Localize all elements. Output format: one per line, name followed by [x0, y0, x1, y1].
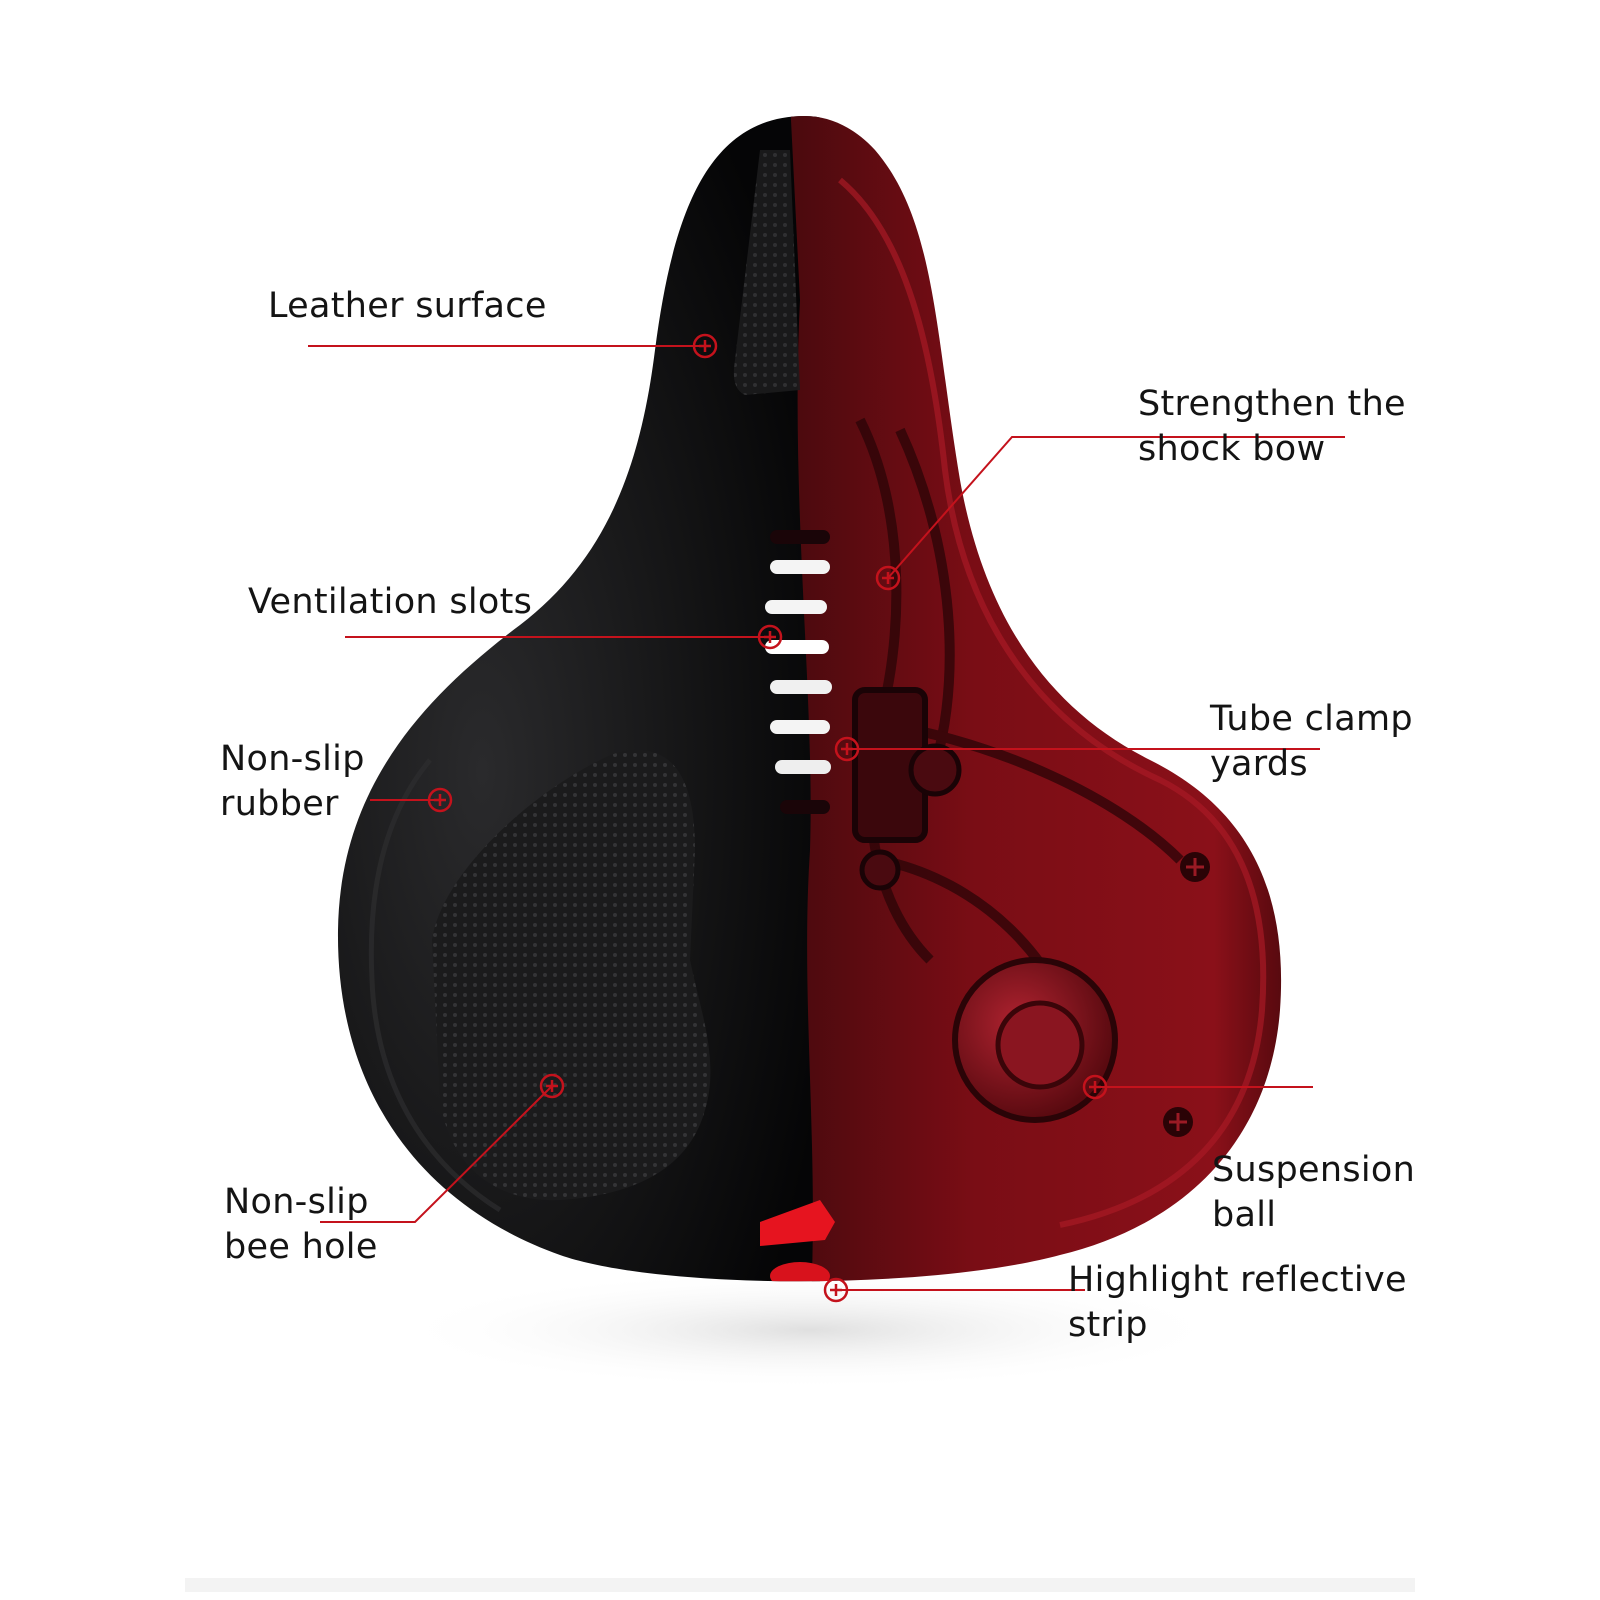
callout-text: yards	[1210, 744, 1308, 784]
target-marker-leather-surface	[692, 333, 718, 359]
nose-texture-panel	[733, 150, 800, 395]
callout-ventilation-slots: Ventilation slots	[248, 580, 532, 625]
callout-suspension-ball: Suspension ball	[1212, 1148, 1415, 1238]
callout-text: Ventilation slots	[248, 582, 533, 622]
ventilation-slot-bars	[765, 530, 832, 814]
target-marker-tube-clamp	[834, 736, 860, 762]
callout-leaders	[308, 333, 1345, 1303]
rear-texture-panel	[432, 749, 711, 1201]
leader-line-shock-bow	[887, 436, 1345, 579]
reflective-logo	[770, 1262, 830, 1282]
saddle-body	[337, 116, 1282, 1282]
callout-text: rubber	[220, 784, 339, 824]
callout-text: Tube clamp	[1210, 699, 1413, 739]
target-marker-reflective-strip	[823, 1277, 849, 1303]
callout-text: Suspension	[1212, 1150, 1416, 1190]
callout-non-slip-rubber: Non-slip rubber	[220, 737, 365, 827]
callout-text: bee hole	[224, 1227, 378, 1267]
plus-icon	[830, 1284, 842, 1296]
plus-icon	[1089, 1081, 1101, 1093]
callout-tube-clamp: Tube clamp yards	[1210, 697, 1413, 787]
callout-text: Non-slip	[220, 739, 365, 779]
reflective-strip-shape	[760, 1200, 835, 1246]
footer-bar	[185, 1578, 1415, 1592]
plus-icon	[882, 572, 894, 584]
plus-icon	[699, 340, 711, 352]
target-marker-shock-bow	[875, 565, 901, 591]
callout-reflective-strip: Highlight reflective strip	[1068, 1258, 1407, 1348]
callout-bee-hole: Non-slip bee hole	[224, 1180, 378, 1270]
callout-text: ball	[1212, 1195, 1277, 1235]
red-rim-highlight	[838, 177, 1267, 1228]
left-edge-bevel	[368, 758, 502, 1213]
plus-icon	[841, 743, 853, 755]
target-marker-non-slip-rubber	[427, 787, 453, 813]
callout-text: Leather surface	[268, 286, 547, 326]
callout-text: Non-slip	[224, 1182, 369, 1222]
leader-line-bee-hole	[320, 1085, 553, 1223]
target-marker-suspension-ball	[1082, 1074, 1108, 1100]
callout-leather-surface: Leather surface	[268, 284, 547, 329]
callout-shock-bow: Strengthen the shock bow	[1138, 382, 1406, 472]
screw-heads	[1163, 852, 1210, 1137]
suspension-ball-center	[995, 1000, 1085, 1090]
target-marker-bee-hole	[539, 1073, 565, 1099]
floor-shadow	[390, 1270, 1230, 1390]
callout-text: strip	[1068, 1305, 1148, 1345]
target-marker-ventilation-slots	[757, 624, 783, 650]
callout-text: shock bow	[1138, 429, 1326, 469]
callout-text: Strengthen the	[1138, 384, 1406, 424]
plus-icon	[434, 794, 446, 806]
clamp-assembly	[852, 687, 962, 891]
plus-icon	[546, 1080, 558, 1092]
plus-icon	[764, 631, 776, 643]
callout-text: Highlight reflective	[1068, 1260, 1407, 1300]
